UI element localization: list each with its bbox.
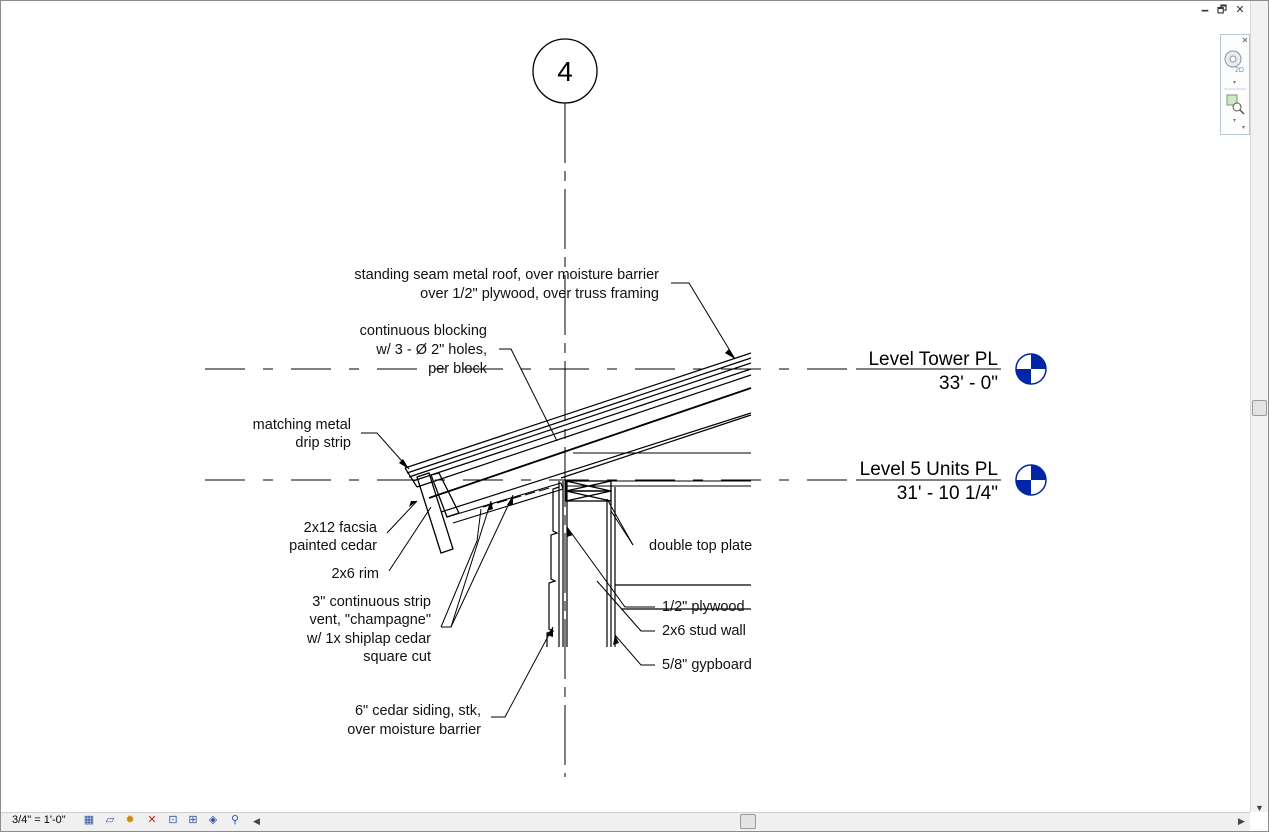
note-siding: 6" cedar siding, stk, over moisture barr… — [347, 703, 481, 738]
svg-text:2x6 stud wall: 2x6 stud wall — [662, 623, 746, 639]
grid-label: 4 — [557, 56, 573, 87]
svg-text:w/ 3 - Ø 2" holes,: w/ 3 - Ø 2" holes, — [375, 342, 487, 358]
navigation-bar: 2D — [1220, 34, 1250, 135]
stud-wall — [546, 481, 751, 647]
zoom-region-icon[interactable] — [1226, 94, 1245, 115]
minimize-icon[interactable]: 🗕 — [1201, 4, 1209, 16]
view-control-bar — [1, 812, 1250, 831]
shadows-icon[interactable]: ✕ — [147, 814, 157, 826]
horizontal-scroll-thumb[interactable] — [740, 814, 756, 829]
note-blocking: continuous blocking w/ 3 - Ø 2" holes, p… — [360, 323, 488, 377]
note-roof: standing seam metal roof, over moisture … — [354, 267, 659, 302]
scroll-down-arrow[interactable]: ▼ — [1255, 803, 1264, 813]
svg-text:standing seam metal roof, over: standing seam metal roof, over moisture … — [354, 267, 659, 283]
svg-text:6" cedar siding, stk,: 6" cedar siding, stk, — [355, 703, 481, 719]
roof-assembly — [404, 352, 752, 513]
note-drip-strip: matching metal drip strip — [253, 417, 351, 451]
soffit-vent — [446, 482, 564, 524]
level-elev-units: 31' - 10 1/4" — [897, 483, 998, 504]
detail-level-icon[interactable]: ▦ — [83, 814, 95, 826]
double-top-plate — [565, 480, 612, 502]
temporary-hide-icon[interactable]: ◈ — [208, 814, 218, 826]
note-fascia: 2x12 facsia painted cedar — [289, 520, 378, 554]
svg-text:w/ 1x shiplap cedar: w/ 1x shiplap cedar — [306, 631, 431, 647]
close-icon[interactable]: ✕ — [1235, 4, 1245, 16]
restore-icon[interactable]: 🗗 — [1216, 4, 1228, 16]
sun-path-icon[interactable]: ✹ — [125, 814, 135, 826]
level-name-units: Level 5 Units PL — [860, 459, 998, 480]
svg-text:3" continuous strip: 3" continuous strip — [312, 594, 431, 610]
view-scale[interactable]: 3/4" = 1'-0" — [12, 814, 66, 826]
svg-text:2x12 facsia: 2x12 facsia — [304, 520, 378, 536]
reveal-hidden-icon[interactable]: ⚲ — [230, 814, 240, 826]
scroll-right-arrow[interactable]: ▶ — [1238, 816, 1245, 826]
visual-style-icon[interactable]: ▱ — [105, 814, 115, 826]
crop-view-icon[interactable]: ⊡ — [168, 814, 178, 826]
svg-text:double top plate: double top plate — [649, 538, 752, 554]
note-vent: 3" continuous strip vent, "champagne" w/… — [306, 594, 431, 665]
svg-text:matching metal: matching metal — [253, 417, 351, 433]
svg-text:per block: per block — [428, 361, 488, 377]
level-head-icon-tower — [1015, 353, 1047, 385]
svg-text:1/2" plywood: 1/2" plywood — [662, 599, 745, 615]
svg-text:painted cedar: painted cedar — [289, 538, 377, 554]
steering-wheel-icon[interactable]: 2D — [1224, 50, 1244, 74]
level-head-icon-units — [1015, 464, 1047, 496]
note-gypboard: 5/8" gypboard — [662, 657, 752, 673]
svg-text:2x6 rim: 2x6 rim — [331, 566, 379, 582]
svg-text:over 1/2" plywood, over truss: over 1/2" plywood, over truss framing — [420, 286, 659, 302]
drawing-canvas[interactable]: 4 Level Tower PL 33' - 0" Level 5 Units … — [1, 1, 1250, 812]
svg-text:continuous blocking: continuous blocking — [360, 323, 487, 339]
svg-text:5/8" gypboard: 5/8" gypboard — [662, 657, 752, 673]
note-plywood: 1/2" plywood — [662, 599, 745, 615]
svg-text:2D: 2D — [1235, 67, 1244, 74]
show-crop-icon[interactable]: ⊞ — [188, 814, 198, 826]
level-elev-tower: 33' - 0" — [939, 373, 998, 394]
note-stud-wall: 2x6 stud wall — [662, 623, 746, 639]
scroll-left-arrow[interactable]: ◀ — [253, 816, 260, 826]
svg-text:square cut: square cut — [363, 649, 431, 665]
level-name-tower: Level Tower PL — [868, 349, 998, 370]
svg-text:drip strip: drip strip — [295, 435, 351, 451]
vertical-scroll-thumb[interactable] — [1252, 400, 1267, 416]
svg-text:vent, "champagne": vent, "champagne" — [309, 612, 431, 628]
leader-lines — [361, 282, 736, 718]
note-rim: 2x6 rim — [331, 566, 379, 582]
section-detail-drawing: 4 Level Tower PL 33' - 0" Level 5 Units … — [205, 38, 1047, 777]
navigation-bar-icons: 2D — [1224, 37, 1248, 129]
note-top-plate: double top plate — [649, 538, 752, 554]
leader-arrowheads — [399, 349, 735, 645]
svg-text:over moisture barrier: over moisture barrier — [347, 722, 481, 738]
